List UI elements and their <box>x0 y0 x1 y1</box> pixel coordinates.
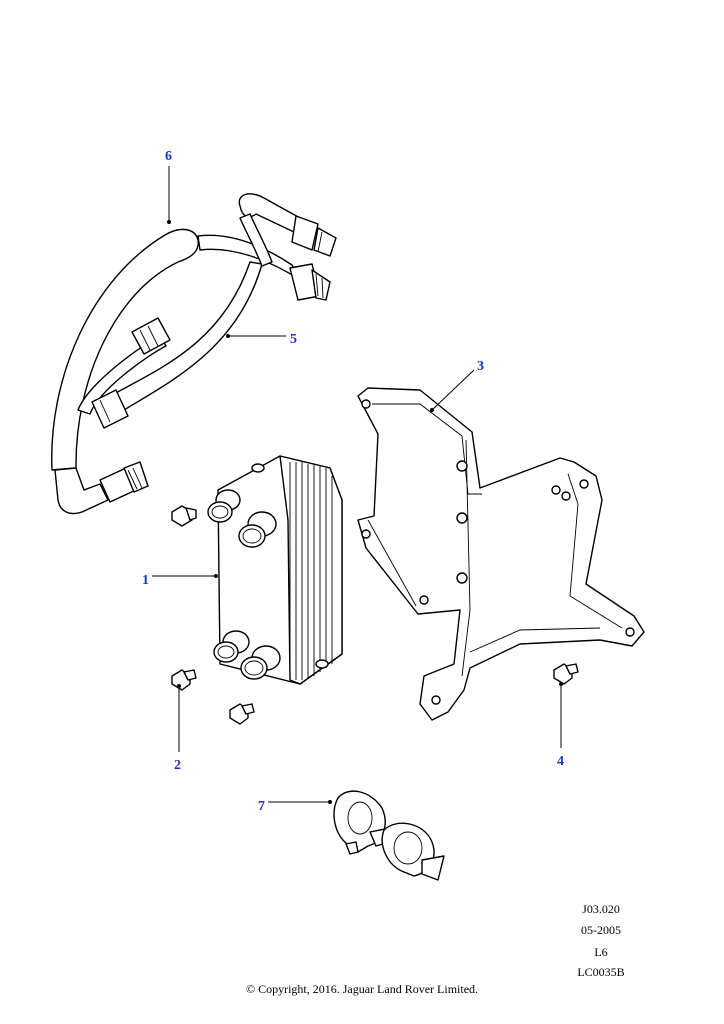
copyright-notice: © Copyright, 2016. Jaguar Land Rover Lim… <box>245 982 479 996</box>
callout-3[interactable]: 3 <box>477 359 484 374</box>
pipe-5-upper-fitting <box>291 215 337 257</box>
cooler-port-lower-right <box>240 645 281 680</box>
pipe-5-left-fitting <box>131 317 171 355</box>
callout-7[interactable]: 7 <box>258 799 265 814</box>
callout-1[interactable]: 1 <box>142 573 149 588</box>
hose-part-6[interactable] <box>51 228 331 515</box>
drawing-date: 05-2005 <box>581 923 621 937</box>
leader-lines <box>152 166 563 804</box>
callout-2[interactable]: 2 <box>174 758 181 773</box>
cooler-port-upper-left <box>207 489 241 523</box>
pipe-part-5[interactable] <box>77 193 337 429</box>
hose-6-fitting <box>99 461 149 503</box>
clip-part-7[interactable] <box>333 790 445 881</box>
cooler-fins <box>289 462 333 680</box>
cooler-port-lower-left <box>213 630 250 663</box>
pipe-5-mid-fitting <box>91 389 129 429</box>
bolt-part-2-a[interactable] <box>171 505 197 527</box>
illustration-code: LC0035B <box>577 965 625 979</box>
callout-6[interactable]: 6 <box>165 149 172 164</box>
callout-5[interactable]: 5 <box>290 332 297 347</box>
bracket-part-3[interactable] <box>357 387 645 721</box>
callout-4[interactable]: 4 <box>557 754 564 769</box>
bolt-part-2-c[interactable] <box>229 703 255 725</box>
oil-cooler-part-1[interactable] <box>207 455 343 685</box>
cooler-port-upper-right <box>238 511 277 548</box>
engine-code: L6 <box>594 945 608 959</box>
drawing-reference: J03.020 <box>582 902 620 916</box>
bolt-part-2-b[interactable] <box>171 669 197 691</box>
bolt-part-4[interactable] <box>553 663 579 685</box>
hose-6-upper-fitting <box>289 263 331 301</box>
